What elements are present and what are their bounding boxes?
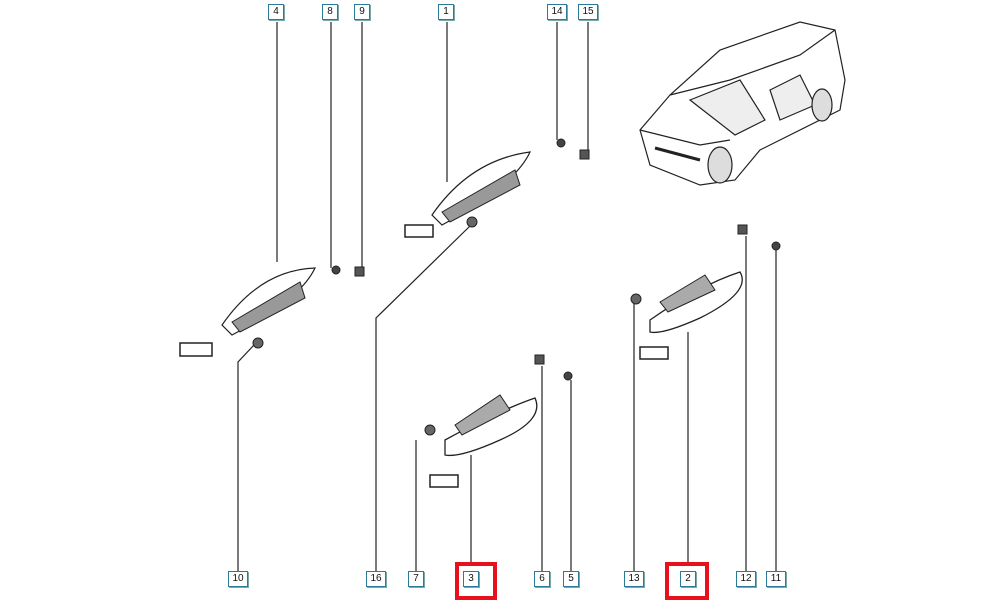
- part-label-13[interactable]: 13: [624, 571, 644, 587]
- part-label-1[interactable]: 1: [438, 4, 454, 20]
- part-label-5[interactable]: 5: [563, 571, 579, 587]
- part-label-11[interactable]: 11: [766, 571, 786, 587]
- part-label-4[interactable]: 4: [268, 4, 284, 20]
- part-label-10[interactable]: 10: [228, 571, 248, 587]
- part-label-12[interactable]: 12: [736, 571, 756, 587]
- part-label-14[interactable]: 14: [547, 4, 567, 20]
- door-handle-bracket-center: [404, 138, 590, 238]
- door-handle-2: [630, 224, 781, 360]
- part-label-15[interactable]: 15: [578, 4, 598, 20]
- part-label-9[interactable]: 9: [354, 4, 370, 20]
- part-label-3[interactable]: 3: [463, 571, 479, 587]
- part-label-6[interactable]: 6: [534, 571, 550, 587]
- leader-lines: [237, 22, 777, 571]
- part-label-8[interactable]: 8: [322, 4, 338, 20]
- part-label-7[interactable]: 7: [408, 571, 424, 587]
- part-label-16[interactable]: 16: [366, 571, 386, 587]
- door-handle-3: [424, 354, 573, 488]
- highlight-box-3: [455, 562, 497, 600]
- door-handle-bracket-left: [179, 265, 365, 357]
- highlight-box-2: [665, 562, 709, 600]
- vehicle-illustration: [639, 21, 846, 186]
- part-label-2[interactable]: 2: [680, 571, 696, 587]
